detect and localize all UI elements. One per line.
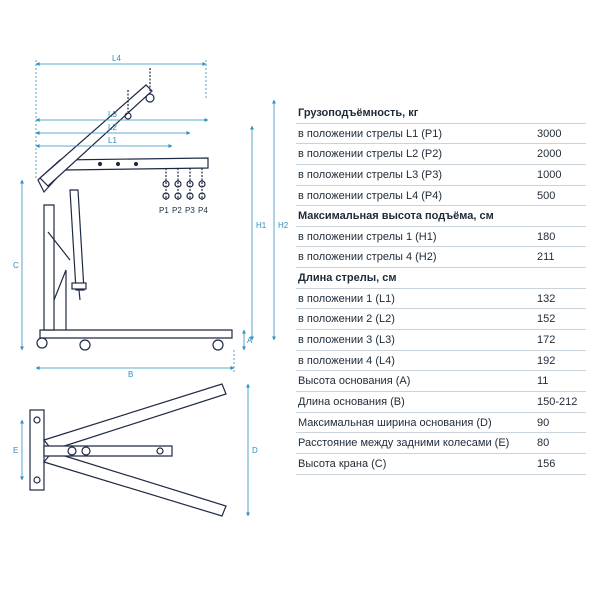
spec-label: в положении стрелы L4 (P4)	[298, 189, 443, 202]
dim-h1-label: H1	[256, 221, 267, 230]
pump-handle	[47, 231, 71, 261]
capacity-title: Грузоподъёмность, кг	[298, 107, 419, 119]
spec-value: 180	[537, 230, 556, 243]
spec-label: в положении стрелы L1 (P1)	[298, 127, 443, 140]
hook-p2-label: P2	[172, 206, 182, 215]
hook-p1-label: P1	[159, 206, 169, 215]
dim-a-label: A	[247, 336, 253, 345]
spec-value: 172	[537, 334, 556, 347]
spec-value: 2000	[537, 148, 562, 161]
leg-upper	[42, 383, 227, 451]
rear-wheel	[36, 337, 48, 349]
base-beam	[39, 329, 233, 339]
boom-raised	[39, 84, 153, 187]
spec-label: Расстояние между задними колесами (E)	[298, 437, 510, 450]
spec-label: в положении стрелы L2 (P2)	[298, 148, 443, 161]
spec-label: в положении 4 (L4)	[298, 354, 395, 367]
spec-row: Длина основания (В) 150-212	[296, 392, 586, 413]
spec-row: в положении стрелы 1 (H1) 180	[296, 227, 586, 248]
side-view-dimensions	[20, 60, 276, 372]
dim-c-label: C	[13, 261, 19, 270]
spec-row: в положении стрелы L2 (P2) 2000	[296, 144, 586, 165]
spec-value: 211	[537, 251, 555, 264]
spec-label: в положении 1 (L1)	[298, 292, 395, 305]
middle-wheel	[79, 339, 91, 351]
spec-label: в положении стрелы L3 (P3)	[298, 168, 443, 181]
spec-label: Высота крана (С)	[298, 457, 387, 470]
hook-p4-label: P4	[198, 206, 208, 215]
leg-lower	[42, 451, 227, 517]
spec-value: 90	[537, 416, 550, 429]
dim-e-label: E	[13, 446, 18, 455]
side-view-dimension-labels: L4 L3 L2 L1 H1 H2 C A B P1 P2 P3 P4	[13, 54, 289, 379]
mast	[43, 204, 55, 331]
spec-value: 156	[537, 457, 556, 470]
center-beam	[43, 445, 173, 457]
dim-d-label: D	[252, 446, 258, 455]
spec-row: Высота крана (С) 156	[296, 454, 586, 475]
section-header-height: Максимальная высота подъёма, см	[296, 206, 586, 227]
spec-value: 152	[537, 313, 556, 326]
spec-row: в положении 1 (L1) 132	[296, 289, 586, 310]
dim-h2-label: H2	[278, 221, 289, 230]
rear-crossbar	[29, 409, 45, 491]
spec-row: в положении стрелы L3 (P3) 1000	[296, 165, 586, 186]
spec-label: Длина основания (В)	[298, 395, 405, 408]
top-view-dimension-labels: E D	[13, 446, 258, 455]
height-title: Максимальная высота подъёма, см	[298, 210, 494, 223]
spec-table: Грузоподъёмность, кг в положении стрелы …	[296, 103, 586, 475]
spec-value: 80	[537, 437, 550, 450]
spec-label: в положении стрелы 1 (H1)	[298, 230, 437, 243]
spec-value: 1000	[537, 168, 562, 181]
spec-value: 192	[537, 354, 556, 367]
hydraulic-cylinder	[69, 189, 85, 291]
spec-label: Максимальная ширина основания (D)	[298, 416, 492, 429]
spec-value: 150-212	[537, 395, 578, 408]
spec-label: в положении 3 (L3)	[298, 334, 395, 347]
crane-top-view	[29, 383, 227, 517]
spec-value: 500	[537, 189, 556, 202]
dim-l1-label: L1	[108, 136, 117, 145]
spec-value: 3000	[537, 127, 562, 140]
spec-row: в положении 2 (L2) 152	[296, 309, 586, 331]
mast-strut	[53, 269, 67, 330]
spec-row: в положении 4 (L4) 192	[296, 351, 586, 372]
boom-title: Длина стрелы, см	[298, 272, 397, 285]
spec-row: в положении стрелы L4 (P4) 500	[296, 186, 586, 207]
spec-row: Максимальная ширина основания (D) 90	[296, 413, 586, 434]
spec-value: 132	[537, 292, 556, 305]
top-view-dimensions	[20, 383, 250, 517]
spec-row: Высота основания (А) 11	[296, 371, 586, 392]
spec-value: 11	[537, 375, 549, 388]
spec-row: в положении стрелы L1 (P1) 3000	[296, 124, 586, 145]
load-hooks	[162, 168, 206, 200]
spec-label: Высота основания (А)	[298, 375, 411, 388]
dim-l4-label: L4	[112, 54, 121, 63]
spec-row: в положении стрелы 4 (H2) 211	[296, 247, 586, 269]
spec-row: Расстояние между задними колесами (E) 80	[296, 433, 586, 454]
front-wheel	[212, 339, 224, 351]
crane-side-view	[36, 68, 233, 351]
spec-label: в положении стрелы 4 (H2)	[298, 251, 437, 264]
section-header-boom: Длина стрелы, см	[296, 268, 586, 289]
spec-label: в положении 2 (L2)	[298, 313, 395, 326]
dim-l3-label: L3	[108, 110, 117, 119]
hook-p3-label: P3	[185, 206, 195, 215]
section-header-capacity: Грузоподъёмность, кг	[296, 103, 586, 124]
spec-row: в положении 3 (L3) 172	[296, 330, 586, 351]
dim-b-label: B	[128, 370, 133, 379]
dim-l2-label: L2	[108, 123, 117, 132]
